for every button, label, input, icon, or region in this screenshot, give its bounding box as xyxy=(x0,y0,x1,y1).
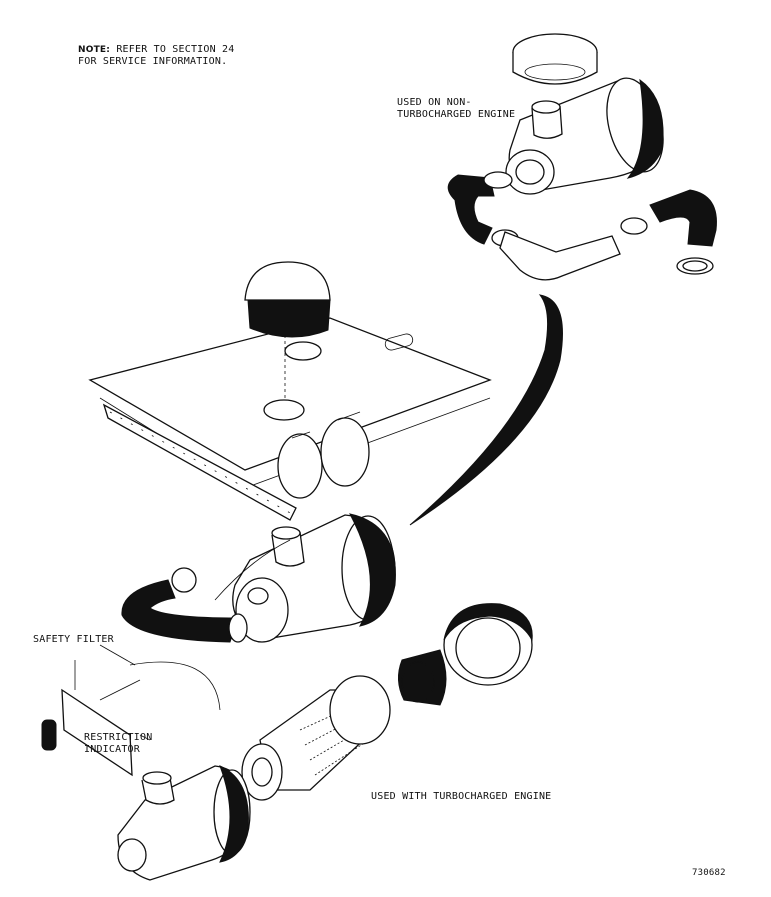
turbo-canister xyxy=(232,513,396,643)
outer-housing-ring xyxy=(398,603,533,706)
band-clamps xyxy=(277,411,370,499)
clamp-mid xyxy=(171,567,197,593)
restriction-indicator-line-2: INDICATOR xyxy=(84,744,140,755)
rain-cap-top xyxy=(512,33,598,85)
mounting-plate xyxy=(88,261,492,521)
turbo-elbow-hose xyxy=(121,579,239,643)
left-elbow-hose xyxy=(447,174,495,245)
restriction-indicator-line-1: RESTRICTION xyxy=(84,732,153,743)
figure-number: 730682 xyxy=(692,868,726,878)
note-line-1: REFER TO SECTION 24 xyxy=(116,44,235,55)
non-turbo-label-line-2: TURBOCHARGED ENGINE xyxy=(397,109,516,120)
safety-filter-label: SAFETY FILTER xyxy=(33,634,114,645)
rain-cap-mid xyxy=(244,261,331,338)
turbo-label: USED WITH TURBOCHARGED ENGINE xyxy=(371,791,552,802)
note-heading: NOTE: xyxy=(78,45,111,55)
non-turbo-air-cleaner-assembly xyxy=(409,33,717,526)
filter-element xyxy=(241,675,391,801)
note-block: NOTE: REFER TO SECTION 24 xyxy=(78,44,235,56)
restriction-indicator-bracket xyxy=(41,660,141,777)
main-canister-bottom xyxy=(117,765,251,881)
connecting-tube xyxy=(499,231,621,281)
leader-swoosh xyxy=(409,294,563,526)
non-turbo-label-line-1: USED ON NON- xyxy=(397,97,472,108)
non-turbo-canister xyxy=(505,77,664,195)
right-elbow-hose xyxy=(649,189,717,247)
note-line-2: FOR SERVICE INFORMATION. xyxy=(78,56,228,67)
inlet-tube-top xyxy=(531,100,563,139)
